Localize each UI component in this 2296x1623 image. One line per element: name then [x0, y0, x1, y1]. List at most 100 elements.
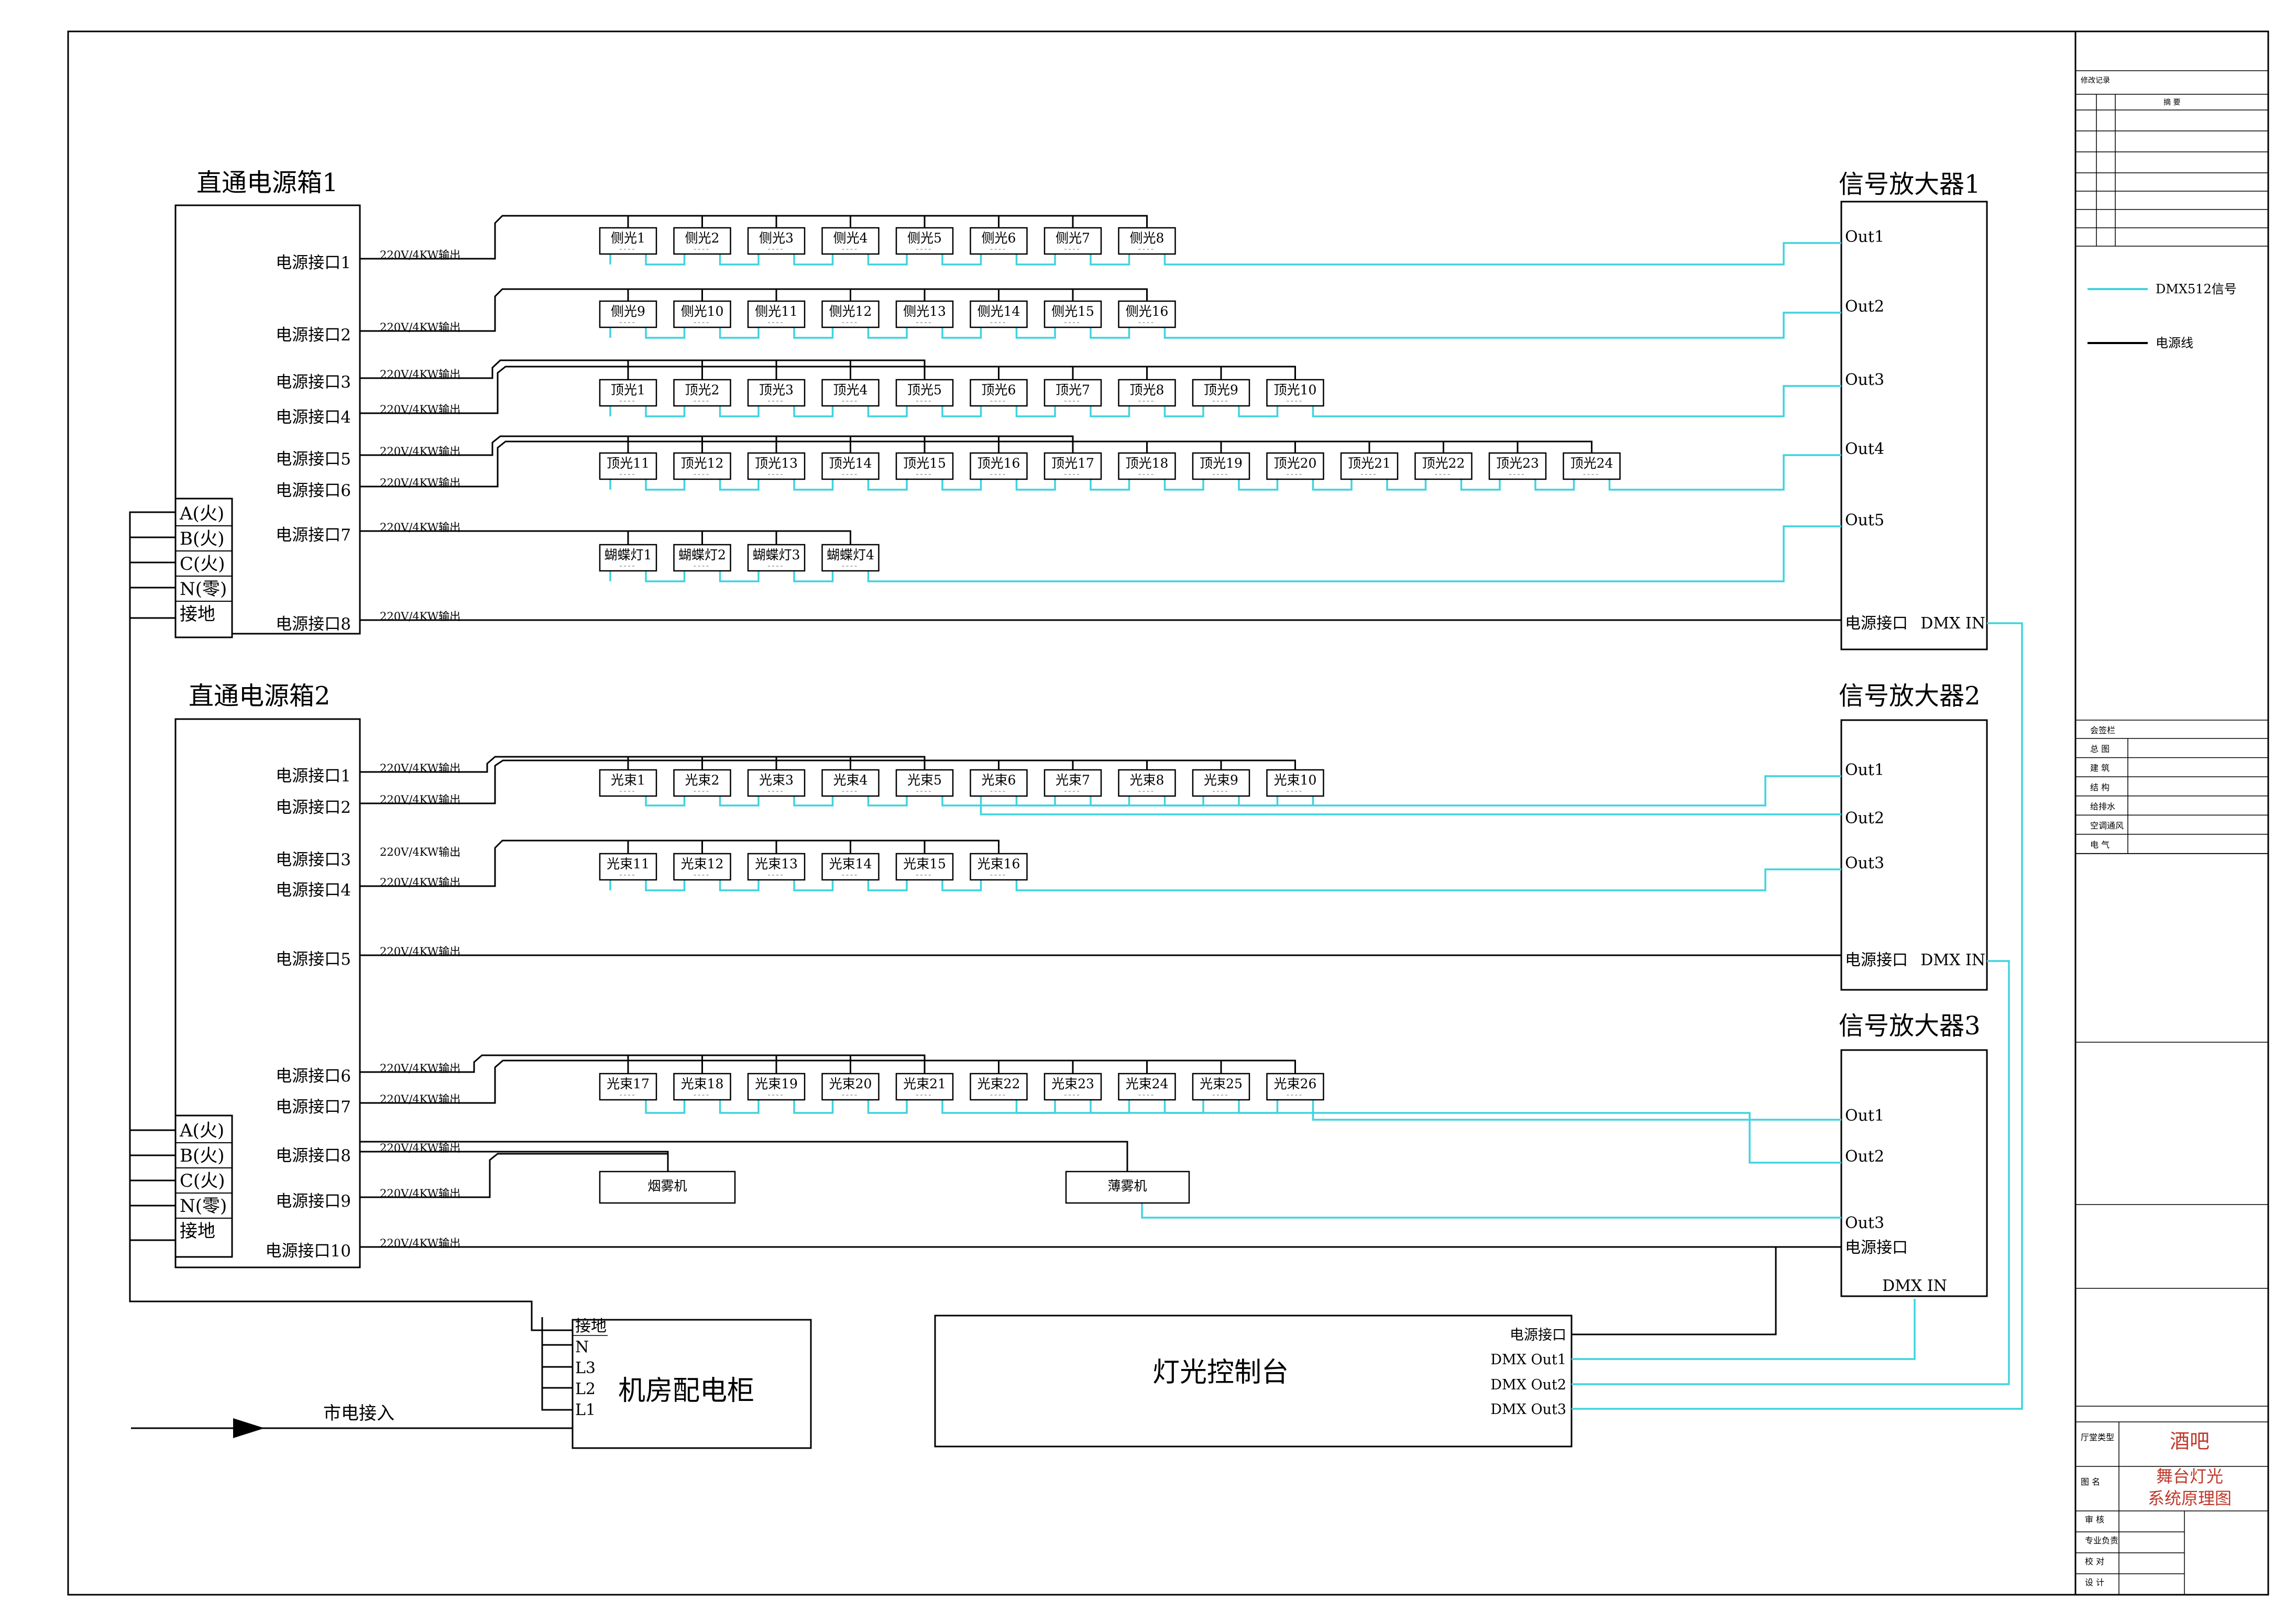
fixture-3[interactable]: 光束3 — [747, 769, 806, 797]
fixture-24[interactable]: 光束24 — [1118, 1073, 1176, 1101]
fixture-17[interactable]: 光束17 — [599, 1073, 657, 1101]
box2-port-7-output-label: 220V/4KW输出 — [380, 1093, 460, 1106]
fixture-10[interactable]: 顶光10 — [1266, 379, 1324, 407]
fixture-3[interactable]: 侧光3 — [747, 227, 806, 255]
fixture-label: 光束3 — [759, 772, 794, 788]
box2-port-1-label: 电源接口1 — [276, 767, 351, 786]
fixture-16[interactable]: 顶光16 — [970, 452, 1028, 480]
fixture-7[interactable]: 顶光7 — [1043, 379, 1102, 407]
fixture-4[interactable]: 顶光4 — [821, 379, 880, 407]
haze-machine[interactable]: 薄雾机 — [1065, 1171, 1190, 1204]
fixture-22[interactable]: 顶光22 — [1414, 452, 1473, 480]
fixture-24[interactable]: 顶光24 — [1563, 452, 1621, 480]
fixture-10[interactable]: 侧光10 — [673, 300, 731, 328]
wiring — [129, 215, 2023, 1411]
fixture-13[interactable]: 光束13 — [747, 853, 806, 881]
amp1-out1-label: Out1 — [1845, 228, 1884, 246]
fixture-2[interactable]: 光束2 — [673, 769, 731, 797]
fixture-1[interactable]: 蝴蝶灯1 — [599, 544, 657, 572]
fixture-20[interactable]: 顶光20 — [1266, 452, 1324, 480]
fixture-14[interactable]: 顶光14 — [821, 452, 880, 480]
fixture-8[interactable]: 光束8 — [1118, 769, 1176, 797]
fixture-label: 顶光17 — [1051, 456, 1094, 471]
dmx-daisy-chain — [1015, 406, 1056, 417]
fixture-26[interactable]: 光束26 — [1266, 1073, 1324, 1101]
fixture-12[interactable]: 顶光12 — [673, 452, 731, 480]
fixture-6[interactable]: 顶光6 — [970, 379, 1028, 407]
fixture-12[interactable]: 光束12 — [673, 853, 731, 881]
fixture-label: 光束11 — [607, 856, 650, 871]
fixture-4[interactable]: 侧光4 — [821, 227, 880, 255]
fixture-16[interactable]: 侧光16 — [1118, 300, 1176, 328]
power-bus — [360, 840, 999, 887]
fixture-9[interactable]: 光束9 — [1192, 769, 1250, 797]
console-port-1: DMX Out1 — [1490, 1352, 1566, 1368]
fixture-15[interactable]: 侧光15 — [1043, 300, 1102, 328]
distribution-cabinet: 机房配电柜 市电接入 — [131, 1319, 812, 1449]
fixture-16[interactable]: 光束16 — [970, 853, 1028, 881]
amp1-out4-label: Out4 — [1845, 440, 1884, 458]
box2-port-8-label: 电源接口8 — [276, 1146, 351, 1165]
discipline-1: 建 筑 — [2090, 763, 2110, 773]
fixture-13[interactable]: 侧光13 — [895, 300, 954, 328]
smoke-machine[interactable]: 烟雾机 — [599, 1171, 736, 1204]
fixture-18[interactable]: 顶光18 — [1118, 452, 1176, 480]
dmx-daisy-chain — [793, 796, 834, 807]
fixture-7[interactable]: 侧光7 — [1043, 227, 1102, 255]
fixture-7[interactable]: 光束7 — [1043, 769, 1102, 797]
fixture-8[interactable]: 顶光8 — [1118, 379, 1176, 407]
fixture-label: 顶光15 — [903, 456, 946, 471]
fixture-11[interactable]: 侧光11 — [747, 300, 806, 328]
fixture-2[interactable]: 蝴蝶灯2 — [673, 544, 731, 572]
fixture-21[interactable]: 光束21 — [895, 1073, 954, 1101]
fixture-1[interactable]: 侧光1 — [599, 227, 657, 255]
fixture-12[interactable]: 侧光12 — [821, 300, 880, 328]
fixture-label: 侧光14 — [977, 304, 1020, 319]
fixture-9[interactable]: 顶光9 — [1192, 379, 1250, 407]
fixture-8[interactable]: 侧光8 — [1118, 227, 1176, 255]
fixture-5[interactable]: 顶光5 — [895, 379, 954, 407]
fixture-6[interactable]: 光束6 — [970, 769, 1028, 797]
fixture-4[interactable]: 蝴蝶灯4 — [821, 544, 880, 572]
fixture-6[interactable]: 侧光6 — [970, 227, 1028, 255]
fixture-21[interactable]: 顶光21 — [1340, 452, 1399, 480]
fixture-9[interactable]: 侧光9 — [599, 300, 657, 328]
dmx-to-amp — [867, 525, 1841, 582]
dmx-daisy-chain — [1312, 479, 1353, 491]
fixture-11[interactable]: 光束11 — [599, 853, 657, 881]
fixture-5[interactable]: 侧光5 — [895, 227, 954, 255]
box2-port-5-label: 电源接口5 — [276, 950, 351, 969]
fixture-14[interactable]: 侧光14 — [970, 300, 1028, 328]
box2-port-2-output-label: 220V/4KW输出 — [380, 793, 460, 806]
dmx-daisy-chain — [645, 406, 686, 417]
fixture-11[interactable]: 顶光11 — [599, 452, 657, 480]
fixture-15[interactable]: 光束15 — [895, 853, 954, 881]
fixture-2[interactable]: 顶光2 — [673, 379, 731, 407]
fixture-18[interactable]: 光束18 — [673, 1073, 731, 1101]
fixture-19[interactable]: 光束19 — [747, 1073, 806, 1101]
fixture-20[interactable]: 光束20 — [821, 1073, 880, 1101]
fixture-1[interactable]: 光束1 — [599, 769, 657, 797]
fixture-13[interactable]: 顶光13 — [747, 452, 806, 480]
fixture-23[interactable]: 光束23 — [1043, 1073, 1102, 1101]
role-3: 设 计 — [2085, 1577, 2104, 1587]
fixture-19[interactable]: 顶光19 — [1192, 452, 1250, 480]
fixture-15[interactable]: 顶光15 — [895, 452, 954, 480]
fixture-23[interactable]: 顶光23 — [1488, 452, 1547, 480]
fixture-3[interactable]: 顶光3 — [747, 379, 806, 407]
box2-port-5-output-label: 220V/4KW输出 — [380, 945, 460, 958]
fixture-17[interactable]: 顶光17 — [1043, 452, 1102, 480]
fixture-22[interactable]: 光束22 — [970, 1073, 1028, 1101]
box2-port-6-label: 电源接口6 — [276, 1067, 351, 1086]
fixture-label: 光束25 — [1200, 1076, 1243, 1091]
fixture-label: 顶光22 — [1422, 456, 1465, 471]
fixture-2[interactable]: 侧光2 — [673, 227, 731, 255]
fixture-10[interactable]: 光束10 — [1266, 769, 1324, 797]
dmx-daisy-chain — [941, 479, 982, 491]
fixture-1[interactable]: 顶光1 — [599, 379, 657, 407]
fixture-3[interactable]: 蝴蝶灯3 — [747, 544, 806, 572]
fixture-14[interactable]: 光束14 — [821, 853, 880, 881]
fixture-5[interactable]: 光束5 — [895, 769, 954, 797]
fixture-25[interactable]: 光束25 — [1192, 1073, 1250, 1101]
fixture-4[interactable]: 光束4 — [821, 769, 880, 797]
